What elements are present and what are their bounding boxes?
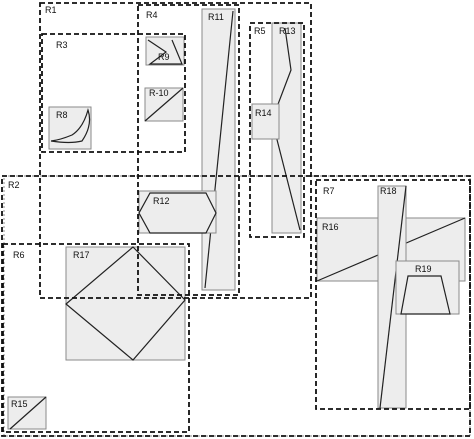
object-r19: R19 <box>395 260 460 315</box>
region-r1: R1 <box>39 2 312 299</box>
r5-rect <box>249 22 305 238</box>
r12-label: R12 <box>153 196 170 206</box>
object-r9: R9 <box>145 36 185 66</box>
r13-curve <box>271 27 301 231</box>
object-r15: R15 <box>7 396 47 430</box>
r16-box <box>65 246 186 361</box>
r14-label: R14 <box>255 108 272 118</box>
r3-label: R3 <box>56 40 68 50</box>
r16-diamond <box>65 246 186 361</box>
r7-label: R7 <box>323 186 335 196</box>
region-r6: R6 <box>2 243 190 433</box>
r4-label: R4 <box>146 10 158 20</box>
r15-diagonal <box>9 396 47 430</box>
r8-label: R8 <box>56 110 68 120</box>
object-r10: R-10 <box>144 87 184 122</box>
r12-box <box>138 190 217 234</box>
object-r14: R14 <box>251 103 280 140</box>
r17-label: R16 <box>322 222 339 232</box>
r11-diagonal <box>204 10 234 289</box>
r14-box <box>251 103 280 140</box>
r12-hexagon <box>138 192 217 234</box>
r2-label: R2 <box>8 180 20 190</box>
region-r2: R2 <box>1 175 471 437</box>
region-r5: R5 <box>249 22 305 238</box>
r18-diagonal <box>379 185 407 409</box>
r7-rect <box>315 179 471 410</box>
r9-bowtie <box>147 39 183 65</box>
object-r16: R17 <box>65 246 186 361</box>
region-r3: R3 <box>41 33 186 153</box>
r15-label: R15 <box>11 399 28 409</box>
r19-trapezoid <box>400 275 451 315</box>
object-r11: R11 <box>201 8 236 291</box>
r1-label: R1 <box>45 5 57 15</box>
r3-rect <box>41 33 186 153</box>
r1-rect <box>39 2 312 299</box>
r10-label: R-10 <box>149 88 169 98</box>
r19-label: R19 <box>415 264 432 274</box>
object-r8: R8 <box>48 106 92 150</box>
r10-diagonal <box>144 87 184 122</box>
r2-rect <box>1 175 471 437</box>
r11-label: R11 <box>208 12 224 22</box>
object-r12: R12 <box>138 190 217 234</box>
r9-label: R9 <box>158 52 170 62</box>
r6-label: R6 <box>13 250 25 260</box>
r18-label: R18 <box>380 186 397 196</box>
region-r7: R7 <box>315 179 471 410</box>
r16-label: R17 <box>73 250 90 260</box>
r8-curve <box>50 107 91 144</box>
r6-rect <box>2 243 190 433</box>
r5-label: R5 <box>254 26 266 36</box>
r13-label: R13 <box>279 26 296 36</box>
